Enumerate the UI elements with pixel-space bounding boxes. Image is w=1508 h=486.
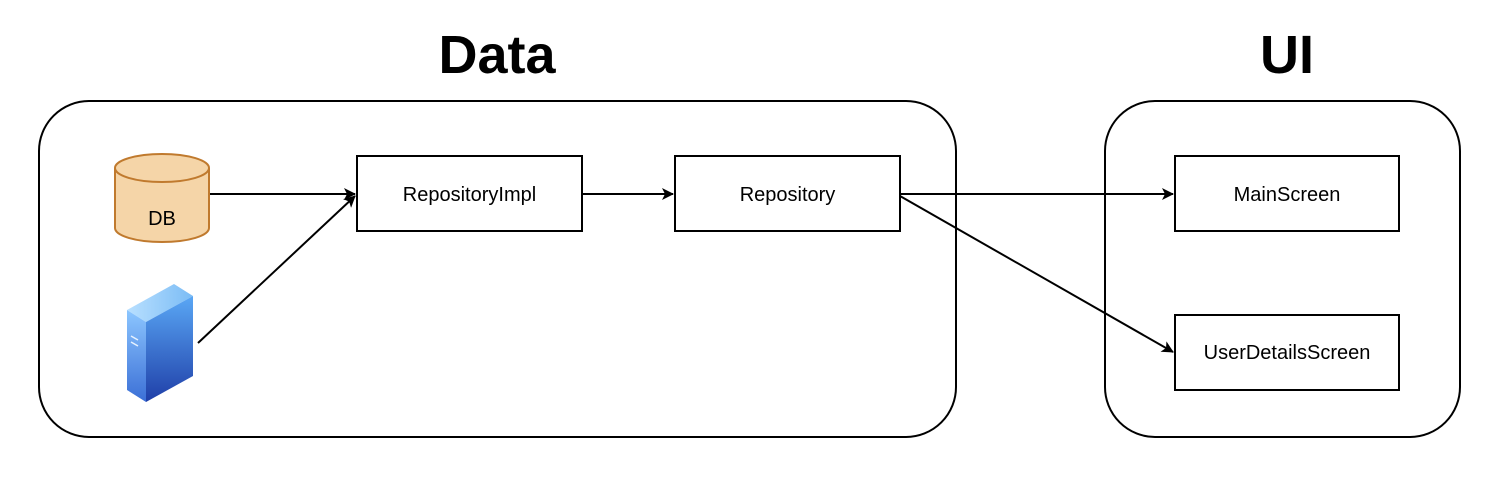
repository-impl-node[interactable]: RepositoryImpl bbox=[356, 155, 583, 232]
repository-label: Repository bbox=[740, 184, 836, 206]
user-details-screen-label: UserDetailsScreen bbox=[1204, 342, 1371, 364]
edge-repository-to-user-details-screen bbox=[899, 195, 1174, 353]
data-group-container bbox=[38, 100, 957, 438]
ui-group-container bbox=[1104, 100, 1461, 438]
main-screen-label: MainScreen bbox=[1234, 184, 1341, 206]
user-details-screen-node[interactable]: UserDetailsScreen bbox=[1174, 314, 1400, 391]
db-label: DB bbox=[148, 208, 176, 230]
data-group-title: Data bbox=[438, 25, 556, 85]
server-icon[interactable] bbox=[127, 284, 193, 402]
repository-node[interactable]: Repository bbox=[674, 155, 901, 232]
edge-server-to-repository-impl bbox=[197, 195, 356, 344]
ui-group-title: UI bbox=[1260, 25, 1314, 85]
repository-impl-label: RepositoryImpl bbox=[403, 184, 536, 206]
main-screen-node[interactable]: MainScreen bbox=[1174, 155, 1400, 232]
database-icon[interactable]: DB bbox=[114, 153, 210, 243]
